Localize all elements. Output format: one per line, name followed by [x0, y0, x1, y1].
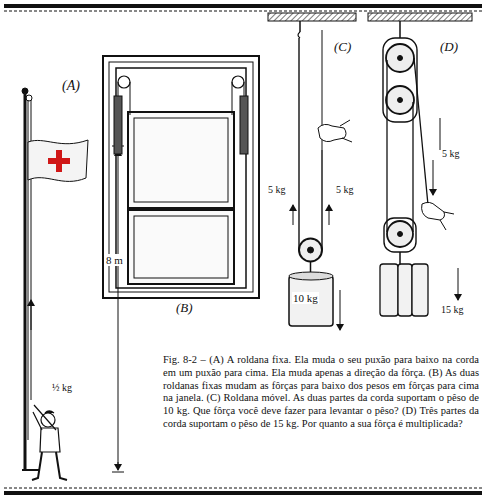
drawing-stroke: [130, 82, 131, 115]
drawing-stroke: [48, 150, 70, 172]
drawing-stroke: [422, 202, 445, 220]
drawing-stroke: [299, 239, 322, 262]
drawing-stroke: [4, 4, 482, 8]
drawing-stroke: [118, 76, 130, 88]
drawing-stroke: [398, 98, 403, 103]
figure-label: (D): [440, 40, 458, 54]
figure-caption: Fig. 8-2 – (A) A roldana fixa. Ela muda …: [163, 354, 479, 431]
block-and-tackle: [368, 13, 472, 316]
drawing-stroke: [368, 13, 472, 21]
figure-label: 5 kg: [336, 184, 354, 195]
drawing-stroke: [329, 205, 330, 225]
drawing-stroke: [398, 56, 403, 61]
drawing-stroke: [383, 38, 417, 122]
drawing-stroke: [380, 264, 398, 316]
drawing-stroke: [109, 62, 253, 292]
drawing-stroke: [268, 13, 356, 21]
drawing-stroke: [4, 488, 482, 489]
drawing-stroke: [4, 491, 482, 495]
figure-label: (A): [62, 78, 80, 93]
drawing-stroke: [128, 112, 234, 208]
drawing-stroke: [412, 264, 428, 316]
drawing-stroke: [414, 58, 428, 205]
drawing-stroke: [321, 150, 322, 250]
figure-label: 8 m: [105, 254, 124, 266]
drawing-stroke: [298, 32, 300, 38]
drawing-stroke: [299, 21, 301, 32]
figure-label: (B): [176, 301, 193, 315]
figure-label: 5 kg: [442, 148, 460, 159]
drawing-stroke: [134, 118, 228, 202]
figure-label: (C): [334, 40, 351, 54]
figure-label: 10 kg: [292, 292, 319, 304]
drawing-stroke: [384, 218, 416, 252]
drawing-stroke: [103, 56, 259, 298]
drawing-stroke: [244, 82, 245, 96]
movable-pulley: [268, 13, 356, 330]
drawing-stroke: [433, 160, 434, 195]
drawing-stroke: [386, 60, 387, 232]
drawing-stroke: [31, 300, 32, 330]
drawing-stroke: [22, 88, 28, 94]
man-figure: [32, 405, 67, 480]
drawing-stroke: [33, 405, 56, 430]
drawing-stroke: [386, 86, 414, 114]
drawing-stroke: [45, 411, 54, 413]
drawing-stroke: [440, 118, 441, 150]
drawing-stroke: [398, 232, 403, 237]
drawing-stroke: [24, 94, 27, 470]
drawing-stroke: [232, 82, 233, 115]
drawing-stroke: [32, 452, 67, 480]
page-border: [4, 4, 482, 495]
drawing-stroke: [412, 102, 413, 232]
drawing-stroke: [340, 120, 352, 142]
figure-label: 15 kg: [440, 304, 465, 315]
drawing-stroke: [4, 11, 482, 12]
sash-window: [103, 56, 259, 298]
drawing-stroke: [22, 469, 40, 471]
drawing-stroke: [134, 216, 228, 278]
figure-label: ½ kg: [52, 382, 72, 393]
drawing-stroke: [28, 140, 88, 181]
hand: [422, 202, 454, 230]
drawing-stroke: [118, 82, 119, 96]
drawing-stroke: [112, 472, 124, 473]
hand: [318, 120, 352, 142]
drawing-stroke: [118, 156, 119, 464]
drawing-stroke: [340, 290, 341, 330]
drawing-stroke: [116, 68, 246, 288]
figure-label: 5 kg: [268, 184, 286, 195]
drawing-stroke: [308, 247, 314, 253]
drawing-stroke: [440, 212, 454, 230]
drawing-stroke: [114, 96, 122, 154]
drawing-stroke: [240, 96, 248, 154]
drawing-stroke: [398, 264, 412, 316]
height-dimension: [112, 146, 124, 472]
drawing-stroke: [289, 276, 333, 326]
drawing-stroke: [118, 462, 119, 470]
drawing-stroke: [128, 210, 234, 284]
drawing-stroke: [318, 124, 346, 141]
drawing-stroke: [293, 205, 294, 225]
drawing-stroke: [298, 38, 299, 250]
flagpole: [22, 88, 88, 470]
drawing-stroke: [386, 44, 414, 72]
drawing-stroke: [40, 428, 60, 452]
drawing-stroke: [387, 221, 413, 247]
drawing-stroke: [399, 252, 401, 264]
drawing-stroke: [458, 268, 459, 300]
drawing-stroke: [232, 76, 244, 88]
drawing-stroke: [289, 272, 333, 280]
drawing-stroke: [399, 21, 401, 38]
